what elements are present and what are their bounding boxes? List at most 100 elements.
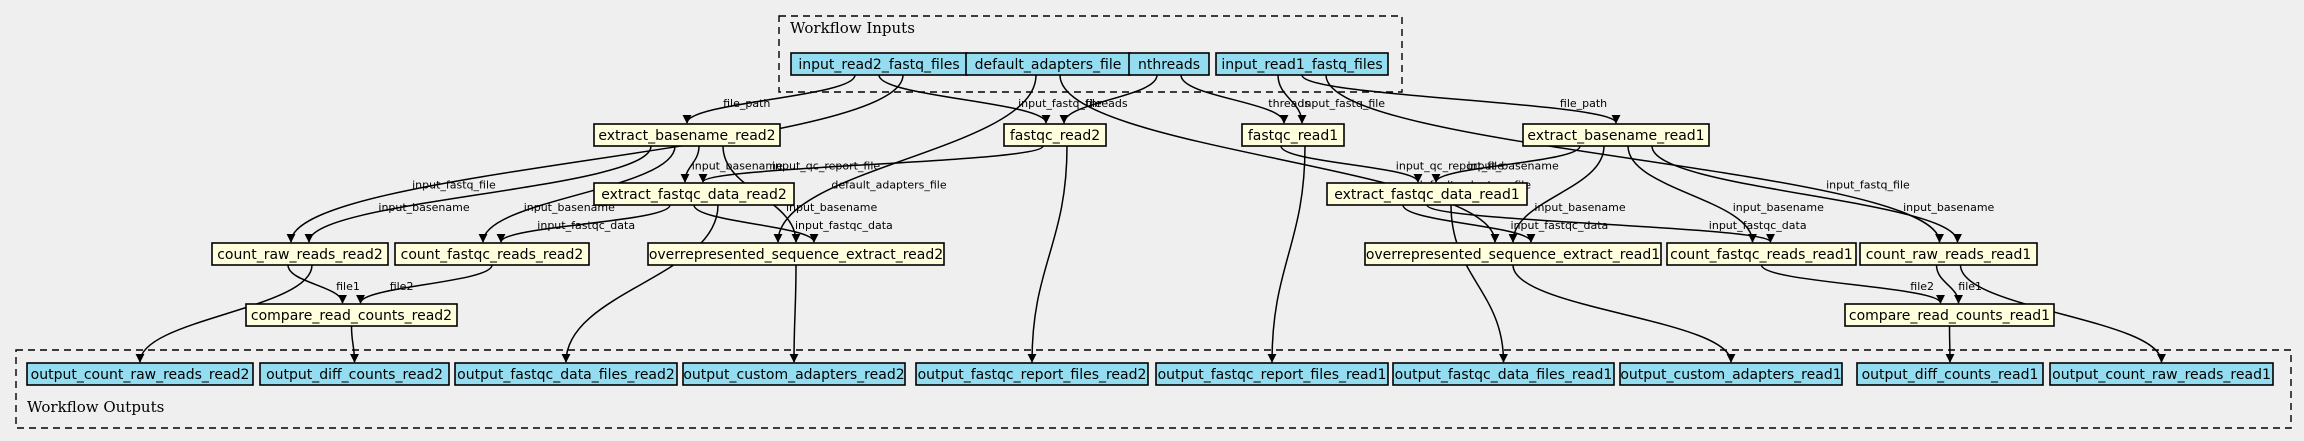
- node-label: output_fastqc_data_files_read1: [1395, 367, 1613, 383]
- node-box: [682, 362, 906, 386]
- edge-label: input_basename: [524, 201, 615, 214]
- edge-label: input_basename: [1733, 201, 1824, 214]
- edge-compare-read-counts-read2-to-output-diff-counts-read2: [349, 325, 359, 363]
- node-count-fastqc-reads-read2[interactable]: count_fastqc_reads_read2: [394, 242, 590, 266]
- node-box: [1856, 362, 2044, 386]
- edge-label: input_basename: [1468, 160, 1559, 173]
- node-count-fastqc-reads-read1[interactable]: count_fastqc_reads_read1: [1666, 242, 1857, 266]
- node-label: output_count_raw_reads_read2: [31, 367, 250, 383]
- node-output-count-raw-reads-read2[interactable]: output_count_raw_reads_read2: [26, 362, 254, 386]
- edge-path: [1945, 325, 1955, 363]
- workflow-inputs-cluster: Workflow Inputs: [778, 15, 1403, 93]
- edge-path: [1627, 145, 1757, 243]
- edge-compare-read-counts-read1-to-output-diff-counts-read1: [1945, 325, 1955, 363]
- node-label: extract_basename_read2: [598, 128, 775, 144]
- node-overrepresented-sequence-extract-read2[interactable]: overrepresented_sequence_extract_read2: [647, 242, 945, 266]
- node-output-custom-adapters-read1[interactable]: output_custom_adapters_read1: [1619, 362, 1843, 386]
- node-input-read1-fastq-files[interactable]: input_read1_fastq_files: [1215, 52, 1389, 76]
- edge-path: [304, 145, 652, 243]
- edge-label: threads: [1268, 97, 1310, 110]
- node-count-raw-reads-read2[interactable]: count_raw_reads_read2: [211, 242, 389, 266]
- node-compare-read-counts-read2[interactable]: compare_read_counts_read2: [245, 303, 458, 327]
- node-box: [2049, 362, 2274, 386]
- edge-nthreads-to-fastqc-read1: threads: [1180, 74, 1310, 124]
- edge-count-raw-reads-read1-to-compare-read-counts-read1: file1: [1935, 264, 1982, 304]
- node-box: [211, 242, 389, 266]
- edge-input-read1-fastq-files-to-count-raw-reads-read1: input_fastq_file: [1325, 74, 1944, 243]
- edge-path: [1402, 204, 1536, 243]
- node-overrepresented-sequence-extract-read1[interactable]: overrepresented_sequence_extract_read1: [1364, 242, 1662, 266]
- node-box: [1215, 52, 1389, 76]
- node-output-fastqc-data-files-read2[interactable]: output_fastqc_data_files_read2: [454, 362, 678, 386]
- edge-extract-fastqc-data-read2-to-output-fastqc-data-files-read2: [561, 204, 719, 363]
- edge-path: [286, 74, 904, 243]
- edge-overrepresented-sequence-extract-read1-to-output-custom-adapters-read1: [1512, 264, 1736, 363]
- node-box: [647, 242, 945, 266]
- node-input-read2-fastq-files[interactable]: input_read2_fastq_files: [790, 52, 968, 76]
- edge-label: input_basename: [1534, 201, 1625, 214]
- edge-label: input_fastq_file: [1301, 97, 1385, 110]
- edge-input-read2-fastq-files-to-count-raw-reads-read2: input_fastq_file: [286, 74, 904, 243]
- node-label: count_raw_reads_read1: [1866, 247, 2032, 263]
- edge-path: [561, 204, 719, 363]
- node-box: [1128, 52, 1210, 76]
- node-output-fastqc-report-files-read1[interactable]: output_fastqc_report_files_read1: [1155, 362, 1389, 386]
- node-box: [1666, 242, 1857, 266]
- edge-label: input_fastqc_data: [537, 219, 635, 232]
- edge-extract-basename-read1-to-count-raw-reads-read1: input_basename: [1651, 145, 1995, 243]
- node-box: [1392, 362, 1615, 386]
- edge-path: [496, 204, 671, 243]
- edge-label: file1: [1958, 280, 1982, 293]
- node-extract-basename-read2[interactable]: extract_basename_read2: [593, 123, 781, 147]
- node-box: [1522, 123, 1710, 147]
- node-extract-fastqc-data-read1[interactable]: extract_fastqc_data_read1: [1326, 182, 1528, 206]
- node-compare-read-counts-read1[interactable]: compare_read_counts_read1: [1844, 303, 2055, 327]
- edge-path: [1450, 204, 1508, 363]
- node-fastqc-read2[interactable]: fastqc_read2: [1003, 123, 1107, 147]
- node-output-count-raw-reads-read1[interactable]: output_count_raw_reads_read1: [2049, 362, 2274, 386]
- node-extract-basename-read1[interactable]: extract_basename_read1: [1522, 123, 1710, 147]
- node-extract-fastqc-data-read2[interactable]: extract_fastqc_data_read2: [593, 182, 795, 206]
- edge-path: [1325, 74, 1944, 243]
- edge-extract-basename-read2-to-count-raw-reads-read2: input_basename: [304, 145, 652, 243]
- edge-path: [135, 264, 313, 363]
- edge-extract-fastqc-data-read1-to-count-fastqc-reads-read1: input_fastqc_data: [1426, 204, 1807, 243]
- node-label: fastqc_read1: [1248, 128, 1338, 144]
- edge-default-adapters-file-to-overrepresented-sequence-extract-read2: default_adapters_file: [773, 74, 1037, 243]
- node-fastqc-read1[interactable]: fastqc_read1: [1241, 123, 1345, 147]
- node-output-diff-counts-read2[interactable]: output_diff_counts_read2: [259, 362, 450, 386]
- edge-nthreads-to-fastqc-read2: threads: [1059, 74, 1158, 124]
- node-output-custom-adapters-read2[interactable]: output_custom_adapters_read2: [682, 362, 906, 386]
- node-count-raw-reads-read1[interactable]: count_raw_reads_read1: [1859, 242, 2038, 266]
- node-box: [26, 362, 254, 386]
- node-output-fastqc-data-files-read1[interactable]: output_fastqc_data_files_read1: [1392, 362, 1615, 386]
- edge-extract-basename-read1-to-count-fastqc-reads-read1: input_basename: [1627, 145, 1824, 243]
- edge-label: input_fastqc_data: [795, 219, 893, 232]
- edge-input-read2-fastq-files-to-extract-basename-read2: file_path: [682, 74, 856, 124]
- node-box: [915, 362, 1149, 386]
- edge-path: [356, 264, 493, 304]
- edge-path: [773, 74, 1037, 243]
- node-label: output_fastqc_report_files_read2: [918, 367, 1147, 383]
- node-output-diff-counts-read1[interactable]: output_diff_counts_read1: [1856, 362, 2044, 386]
- edge-path: [1059, 74, 1158, 124]
- node-nthreads[interactable]: nthreads: [1128, 52, 1210, 76]
- node-box: [454, 362, 678, 386]
- node-output-fastqc-report-files-read2[interactable]: output_fastqc_report_files_read2: [915, 362, 1149, 386]
- node-label: count_fastqc_reads_read2: [401, 247, 584, 263]
- node-label: output_count_raw_reads_read1: [2052, 367, 2271, 383]
- edge-path: [1277, 74, 1307, 124]
- node-label: extract_fastqc_data_read1: [1334, 187, 1520, 203]
- edge-path: [1180, 74, 1289, 124]
- node-label: compare_read_counts_read2: [251, 308, 452, 324]
- edge-path: [1512, 264, 1736, 363]
- edge-fastqc-read2-to-extract-fastqc-data-read2: input_qc_report_file: [698, 145, 1044, 183]
- edge-path: [1431, 145, 1581, 183]
- node-default-adapters-file[interactable]: default_adapters_file: [965, 52, 1131, 76]
- edge-extract-basename-read1-to-extract-fastqc-data-read1: input_basename: [1431, 145, 1581, 183]
- edge-path: [693, 204, 819, 243]
- edge-extract-fastqc-data-read2-to-overrepresented-sequence-extract-read2: input_fastqc_data: [693, 204, 893, 243]
- workflow-inputs-label: Workflow Inputs: [790, 19, 915, 37]
- edge-label: input_basename: [786, 201, 877, 214]
